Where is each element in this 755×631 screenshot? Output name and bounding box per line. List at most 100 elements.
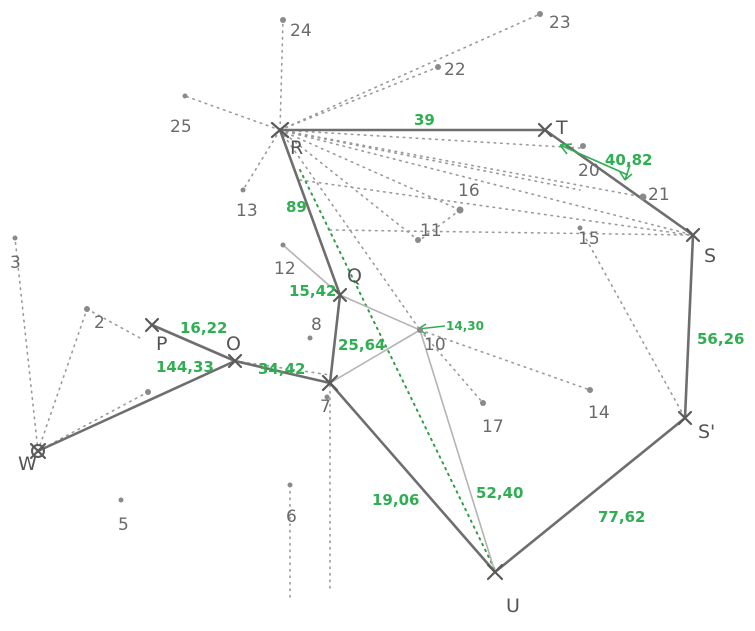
dotted-line-green <box>299 169 496 571</box>
weight-Q-10: 14,30 <box>446 319 484 333</box>
edge <box>683 233 695 420</box>
label-node-S2: S' <box>698 421 715 443</box>
point-labels: 24 23 22 2 5 13 16 11 12 20 21 15 8 10 17… <box>10 13 670 535</box>
label-12: 12 <box>274 259 296 279</box>
node-marker-S <box>685 227 701 243</box>
weight-S2-U: 77,62 <box>598 508 645 526</box>
dotted-line <box>419 209 461 241</box>
weight-R-T: 39 <box>414 111 435 129</box>
point-12 <box>280 242 286 248</box>
edge <box>150 323 237 363</box>
point-8 <box>307 335 313 341</box>
weight-T-S: 40,82 <box>605 151 652 169</box>
dotted-line <box>279 19 284 131</box>
weight-T-U: 19,06 <box>372 491 419 509</box>
label-16: 16 <box>458 181 480 201</box>
arrow-icon <box>559 143 629 176</box>
point-25 <box>182 93 188 99</box>
node-marker-S2 <box>677 410 693 426</box>
weight-W-O: 144,33 <box>156 358 214 376</box>
point-15 <box>577 225 583 231</box>
main-edges <box>36 128 695 574</box>
node-marker-T <box>537 122 553 138</box>
dotted-line <box>279 129 461 211</box>
thin-edges <box>282 244 496 573</box>
point-7 <box>324 394 330 400</box>
dotted-line <box>419 329 591 391</box>
dotted-line <box>37 308 88 452</box>
edge <box>339 294 421 331</box>
edge <box>328 293 342 385</box>
dotted-line <box>279 129 421 331</box>
label-20: 20 <box>578 161 600 181</box>
node-marker-R <box>270 121 290 139</box>
point-23 <box>537 11 543 17</box>
edge <box>543 128 695 237</box>
node-marker-I <box>321 374 339 392</box>
weight-Q-T: 25,64 <box>338 336 385 354</box>
label-11: 11 <box>420 221 442 241</box>
label-node-W: W <box>18 453 37 475</box>
label-22: 22 <box>444 60 466 80</box>
label-2: 2 <box>94 313 105 333</box>
dotted-lines <box>14 13 694 601</box>
point-16 <box>456 206 464 214</box>
point-3 <box>12 235 18 241</box>
edge <box>36 359 237 453</box>
points <box>12 11 647 503</box>
node-marker-U <box>486 563 504 581</box>
label-5: 5 <box>118 515 129 535</box>
node-marker-O <box>227 353 243 369</box>
dotted-line <box>279 129 694 236</box>
weight-S-S2: 56,26 <box>697 330 744 348</box>
label-15: 15 <box>578 229 600 249</box>
dotted-line <box>579 227 686 419</box>
dotted-line <box>279 13 541 131</box>
weight-Q-12: 15,42 <box>289 282 336 300</box>
label-3: 3 <box>10 253 21 273</box>
label-23: 23 <box>549 13 571 33</box>
label-8: 8 <box>311 315 322 335</box>
point-1 <box>145 389 151 395</box>
label-node-S: S <box>704 245 716 267</box>
weight-O-P: 16,22 <box>180 319 227 337</box>
dotted-line <box>242 129 281 191</box>
label-10: 10 <box>424 335 446 355</box>
edge <box>278 128 342 297</box>
label-13: 13 <box>236 201 258 221</box>
label-24: 24 <box>290 21 312 41</box>
dotted-line <box>329 229 691 236</box>
label-node-T: T <box>555 117 568 139</box>
weight-labels: 39 40,82 16,22 144,33 34,42 89 15,42 25,… <box>156 111 744 526</box>
node-marker-Q <box>332 287 348 303</box>
label-6: 6 <box>286 507 297 527</box>
point-14 <box>587 387 593 393</box>
point-17 <box>480 400 486 406</box>
point-6 <box>287 482 293 488</box>
arrow-icon <box>619 164 633 181</box>
label-node-Q: Q <box>347 265 362 287</box>
point-10 <box>417 327 423 333</box>
point-11 <box>415 237 421 243</box>
point-2 <box>84 306 90 312</box>
label-node-P: P <box>156 333 167 355</box>
label-node-U: U <box>506 595 520 617</box>
weight-O-T: 34,42 <box>258 360 305 378</box>
edge <box>328 381 497 574</box>
label-17: 17 <box>482 417 504 437</box>
dotted-line <box>279 66 439 131</box>
edge <box>282 244 341 296</box>
dotted-line <box>279 129 581 149</box>
label-14: 14 <box>588 403 610 423</box>
weight-R-Q: 89 <box>286 198 307 216</box>
point-20 <box>580 143 586 149</box>
point-21 <box>639 193 647 201</box>
node-labels: R Q O P S S' T U W <box>18 117 716 617</box>
edge <box>233 359 332 385</box>
edge <box>329 329 421 384</box>
edge <box>493 416 687 574</box>
point-5 <box>118 497 124 503</box>
weight-10-U: 52,40 <box>476 484 523 502</box>
label-21: 21 <box>648 185 670 205</box>
